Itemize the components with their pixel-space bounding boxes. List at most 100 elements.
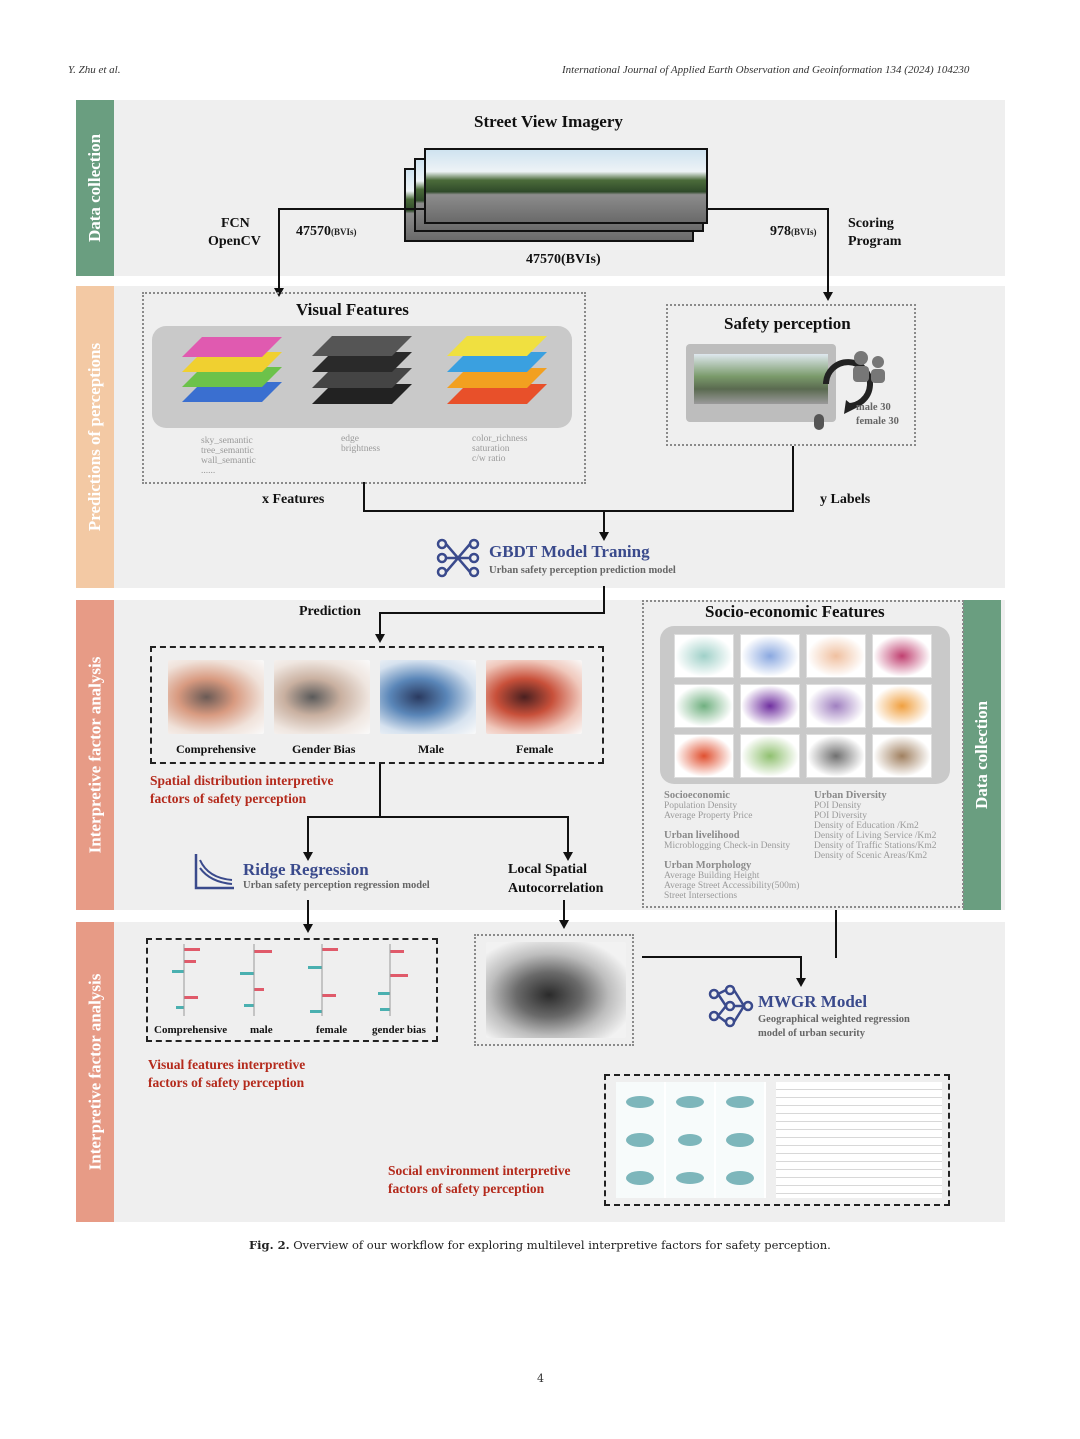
mwgr-title: MWGR Model bbox=[758, 992, 868, 1011]
ridge-label-male: male bbox=[250, 1024, 273, 1036]
connector bbox=[835, 910, 837, 958]
safety-male-count: male 30 bbox=[856, 402, 891, 413]
socio-col1: Socioeconomic Population Density Average… bbox=[664, 790, 800, 901]
socio-map-thumb bbox=[806, 734, 866, 778]
arrow-icon bbox=[796, 978, 806, 987]
ridge-title: Ridge Regression bbox=[243, 860, 369, 879]
ridge-label-comprehensive: Comprehensive bbox=[154, 1024, 228, 1036]
socio-economic-title: Socio-economic Features bbox=[705, 602, 885, 621]
svi-photo-front bbox=[424, 148, 708, 224]
socio-economic-box bbox=[642, 600, 964, 908]
y-labels-label: y Labels bbox=[820, 492, 871, 507]
arrow-icon bbox=[563, 852, 573, 861]
arrow-icon bbox=[559, 920, 569, 929]
socio-map-thumb bbox=[806, 684, 866, 728]
svi-right-method-2: Program bbox=[848, 234, 902, 249]
rating-people-icon bbox=[814, 351, 885, 430]
connector bbox=[603, 510, 605, 534]
mwgr-subtitle-1: Geographical weighted regression bbox=[758, 1014, 910, 1025]
figure-caption-text: Overview of our workflow for exploring m… bbox=[293, 1238, 831, 1252]
social-interpretive-text: Social environment interpretive factors … bbox=[388, 1163, 571, 1196]
side-label-interpretive-1: Interpretive factor analysis bbox=[76, 600, 114, 910]
connector bbox=[800, 956, 802, 980]
socio-map-thumb bbox=[740, 684, 800, 728]
connector bbox=[567, 816, 569, 854]
visual-interpretive-text: Visual features interpretive factors of … bbox=[148, 1057, 306, 1090]
connector bbox=[603, 586, 605, 614]
running-header-journal: International Journal of Applied Earth O… bbox=[562, 64, 970, 76]
figure-workflow: Data collection Predictions of perceptio… bbox=[76, 100, 1005, 1222]
lsa-map bbox=[486, 942, 626, 1038]
svi-right-count: 978(BVIs) bbox=[770, 224, 817, 239]
ridge-coefficient-bars bbox=[172, 944, 408, 1016]
side-label-predictions: Predictions of perceptions bbox=[76, 286, 114, 588]
safety-perception-box bbox=[666, 304, 916, 446]
svi-right-method-1: Scoring bbox=[848, 216, 894, 231]
lsa-map-box bbox=[474, 934, 634, 1046]
side-label-interpretive-2: Interpretive factor analysis bbox=[76, 922, 114, 1222]
spatial-interpretive-text: Spatial distribution interpretive factor… bbox=[150, 773, 334, 806]
side-label-data-collection-right: Data collection bbox=[963, 600, 1001, 910]
edge-layers bbox=[312, 336, 412, 404]
ridge-results-box bbox=[146, 938, 438, 1042]
socio-map-thumb bbox=[806, 634, 866, 678]
map-female bbox=[486, 660, 582, 734]
mwgr-scatter-grid bbox=[616, 1082, 766, 1198]
arrow-icon bbox=[303, 852, 313, 861]
socio-col2: Urban Diversity POI Density POI Diversit… bbox=[814, 790, 937, 861]
svi-left-method-2: OpenCV bbox=[208, 234, 261, 249]
arrow-icon bbox=[303, 924, 313, 933]
ridge-label-female: female bbox=[316, 1024, 348, 1036]
mwgr-scatter-plots bbox=[626, 1096, 754, 1185]
gbdt-title: GBDT Model Traning bbox=[489, 542, 650, 561]
ridge-label-gender-bias: gender bias bbox=[372, 1024, 426, 1036]
feature-group-color: color_richness saturation c/w ratio bbox=[472, 434, 528, 464]
connector bbox=[379, 612, 381, 636]
scoring-monitor bbox=[686, 344, 836, 422]
figure-caption-label: Fig. 2. bbox=[249, 1238, 290, 1252]
socio-map-thumb bbox=[674, 634, 734, 678]
connector bbox=[379, 612, 605, 614]
feature-group-semantic: sky_semantic tree_semantic wall_semantic… bbox=[201, 436, 256, 476]
connector bbox=[563, 900, 565, 922]
gbdt-network-icon bbox=[436, 538, 480, 578]
gbdt-subtitle: Urban safety perception prediction model bbox=[489, 565, 676, 576]
safety-perception-title: Safety perception bbox=[724, 314, 851, 333]
lsa-title: Local Spatial Autocorrelation bbox=[508, 862, 604, 896]
connector bbox=[792, 446, 794, 512]
feature-layer-stacks bbox=[182, 336, 547, 404]
prediction-label: Prediction bbox=[299, 604, 361, 619]
arrow-icon bbox=[823, 292, 833, 301]
svi-left-count: 47570(BVIs) bbox=[296, 224, 357, 239]
connector bbox=[363, 482, 365, 512]
socio-map-thumb bbox=[740, 734, 800, 778]
visual-features-title: Visual Features bbox=[296, 300, 409, 319]
svi-title: Street View Imagery bbox=[474, 112, 623, 131]
prediction-maps-box bbox=[150, 646, 604, 764]
connector bbox=[307, 816, 309, 854]
map-label-male: Male bbox=[418, 742, 444, 756]
x-features-label: x Features bbox=[262, 492, 325, 507]
map-comprehensive bbox=[168, 660, 264, 734]
connector bbox=[379, 764, 381, 818]
connector bbox=[363, 510, 793, 512]
svi-bottom-count: 47570(BVIs) bbox=[526, 252, 601, 267]
ridge-chart-icon bbox=[194, 854, 234, 890]
mwgr-network-icon bbox=[708, 984, 754, 1028]
color-layers bbox=[447, 336, 547, 404]
scoring-screen bbox=[694, 354, 828, 404]
socio-map-thumb bbox=[872, 634, 932, 678]
semantic-layers bbox=[182, 337, 282, 402]
socio-map-thumb bbox=[872, 684, 932, 728]
arrow-icon bbox=[375, 634, 385, 643]
arrow-icon bbox=[599, 532, 609, 541]
side-label-data-collection: Data collection bbox=[76, 100, 114, 276]
connector bbox=[708, 208, 828, 210]
socio-map-thumb bbox=[674, 734, 734, 778]
connector bbox=[307, 816, 569, 818]
map-label-gender-bias: Gender Bias bbox=[292, 742, 356, 756]
figure-caption: Fig. 2. Overview of our workflow for exp… bbox=[249, 1238, 831, 1252]
mwgr-results-box bbox=[604, 1074, 950, 1206]
running-header-authors: Y. Zhu et al. bbox=[68, 64, 121, 76]
mwgr-table bbox=[776, 1082, 942, 1198]
